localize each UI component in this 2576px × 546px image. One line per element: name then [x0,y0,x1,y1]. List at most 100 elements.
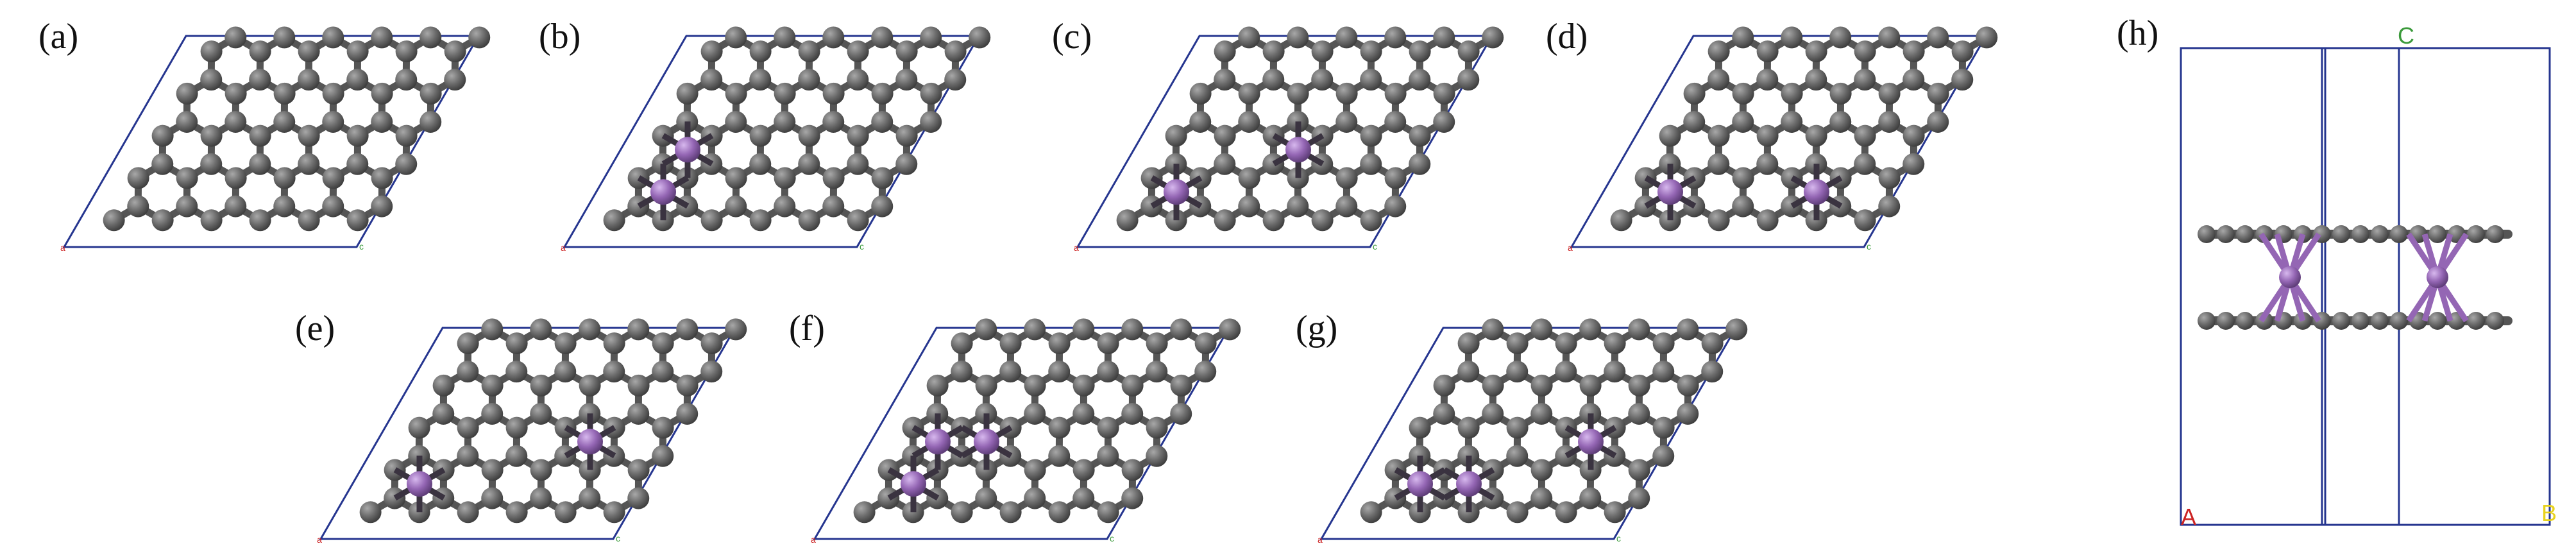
carbon-atom [1732,82,1754,105]
lithium-atoms [1394,413,1617,513]
carbon-atom [1902,40,1925,63]
carbon-atom [1854,69,1876,91]
lithium-atom [1657,179,1683,205]
carbon-atom [1335,26,1358,49]
carbon-atom [225,195,247,218]
carbon-atom [127,195,149,218]
carbon-atom [1659,209,1681,232]
carbon-atoms [1116,26,1504,232]
lithium-atom [974,429,999,455]
carbon-atom [975,459,997,481]
carbon-atom [1506,332,1529,355]
carbon-atom [200,40,223,63]
carbon-atom [1604,361,1626,383]
lithium-atom [1804,179,1829,205]
carbon-atom [1219,318,1241,341]
carbon-atom [1732,167,1754,189]
lithium-atom [1164,179,1189,205]
carbon-atom [603,501,625,524]
carbon-atom [225,82,247,105]
carbon-atom [969,26,991,49]
carbon-atom [1829,82,1852,105]
carbon-atom [847,209,869,232]
carbon-atom [1409,501,1431,524]
carbon-atom [1121,402,1144,425]
carbon-atom [1170,374,1192,397]
lithium-atoms [393,413,616,513]
carbon-atom [774,26,796,49]
carbon-atom [652,124,674,147]
carbon-atom [1677,318,1699,341]
carbon-atom [1457,361,1480,383]
carbon-atom [1024,374,1046,397]
carbon-atom [652,445,674,467]
panel-a: abc(a) [38,17,491,253]
carbon-atom [902,416,924,439]
carbon-atom [346,69,369,91]
carbon-atoms [359,318,747,524]
carbon-atom [1311,40,1334,63]
carbon-atom [395,69,418,91]
lithium-atoms [637,121,714,221]
carbon-atom [419,110,442,133]
carbon-atom [725,195,747,218]
lithium-atoms [1644,164,1843,221]
carbon-atom [774,110,796,133]
carbon-atom [554,332,577,355]
carbon-atom [1121,459,1144,481]
carbon-atom [700,361,723,383]
lithium-atom [577,429,603,455]
carbon-atom [481,374,504,397]
carbon-atom [1170,402,1192,425]
carbon-atom [481,459,504,481]
carbon-atom [371,110,393,133]
carbon-atom [1238,167,1260,189]
carbon-atom [1530,459,1553,481]
carbon-atom [1121,318,1144,341]
carbon-atom [1146,445,1168,467]
carbon-atom [603,332,625,355]
carbon-atom [432,402,455,425]
carbon-atom [200,124,223,147]
carbon-atom [2198,225,2216,243]
carbon-atom [798,124,820,147]
carbon-atom [822,82,845,105]
carbon-atom [1116,209,1139,232]
carbon-atom [1927,26,1949,49]
carbon-atom [1555,501,1577,524]
carbon-atom [1262,40,1285,63]
carbon-atom [1457,416,1480,439]
carbon-atom [676,402,699,425]
carbon-atom [249,124,271,147]
carbon-atom [481,487,504,509]
carbon-atom [1530,402,1553,425]
carbon-atom [2428,312,2446,330]
carbon-atom [176,82,198,105]
lithium-atom [1407,471,1433,497]
carbon-atom [1555,361,1577,383]
carbon-atom [853,501,876,524]
carbon-atom [457,501,479,524]
carbon-atom [676,374,699,397]
top-view-panels: abc(a)abc(b)abc(c)abc(d)abc(e)abc(f)abc(… [38,17,1998,545]
carbon-atom [200,153,223,175]
carbon-atom [1756,124,1779,147]
carbon-atom [700,209,723,232]
carbon-atom [1097,332,1119,355]
carbon-atom [322,167,344,189]
carbon-atom [871,26,894,49]
axis-label-c: c [1867,241,1871,252]
carbon-atom [298,69,320,91]
side-cell-outline [2180,47,2551,526]
carbon-atom [457,445,479,467]
carbon-atom [749,124,772,147]
axis-label-a: a [60,243,65,253]
carbon-atom [505,361,528,383]
carbon-atom [822,26,845,49]
carbon-atom [749,153,772,175]
carbon-atom [1951,40,1974,63]
carbon-atom [2486,225,2504,243]
carbon-atom [975,487,997,509]
carbon-atom [895,153,918,175]
carbon-atom [1506,416,1529,439]
